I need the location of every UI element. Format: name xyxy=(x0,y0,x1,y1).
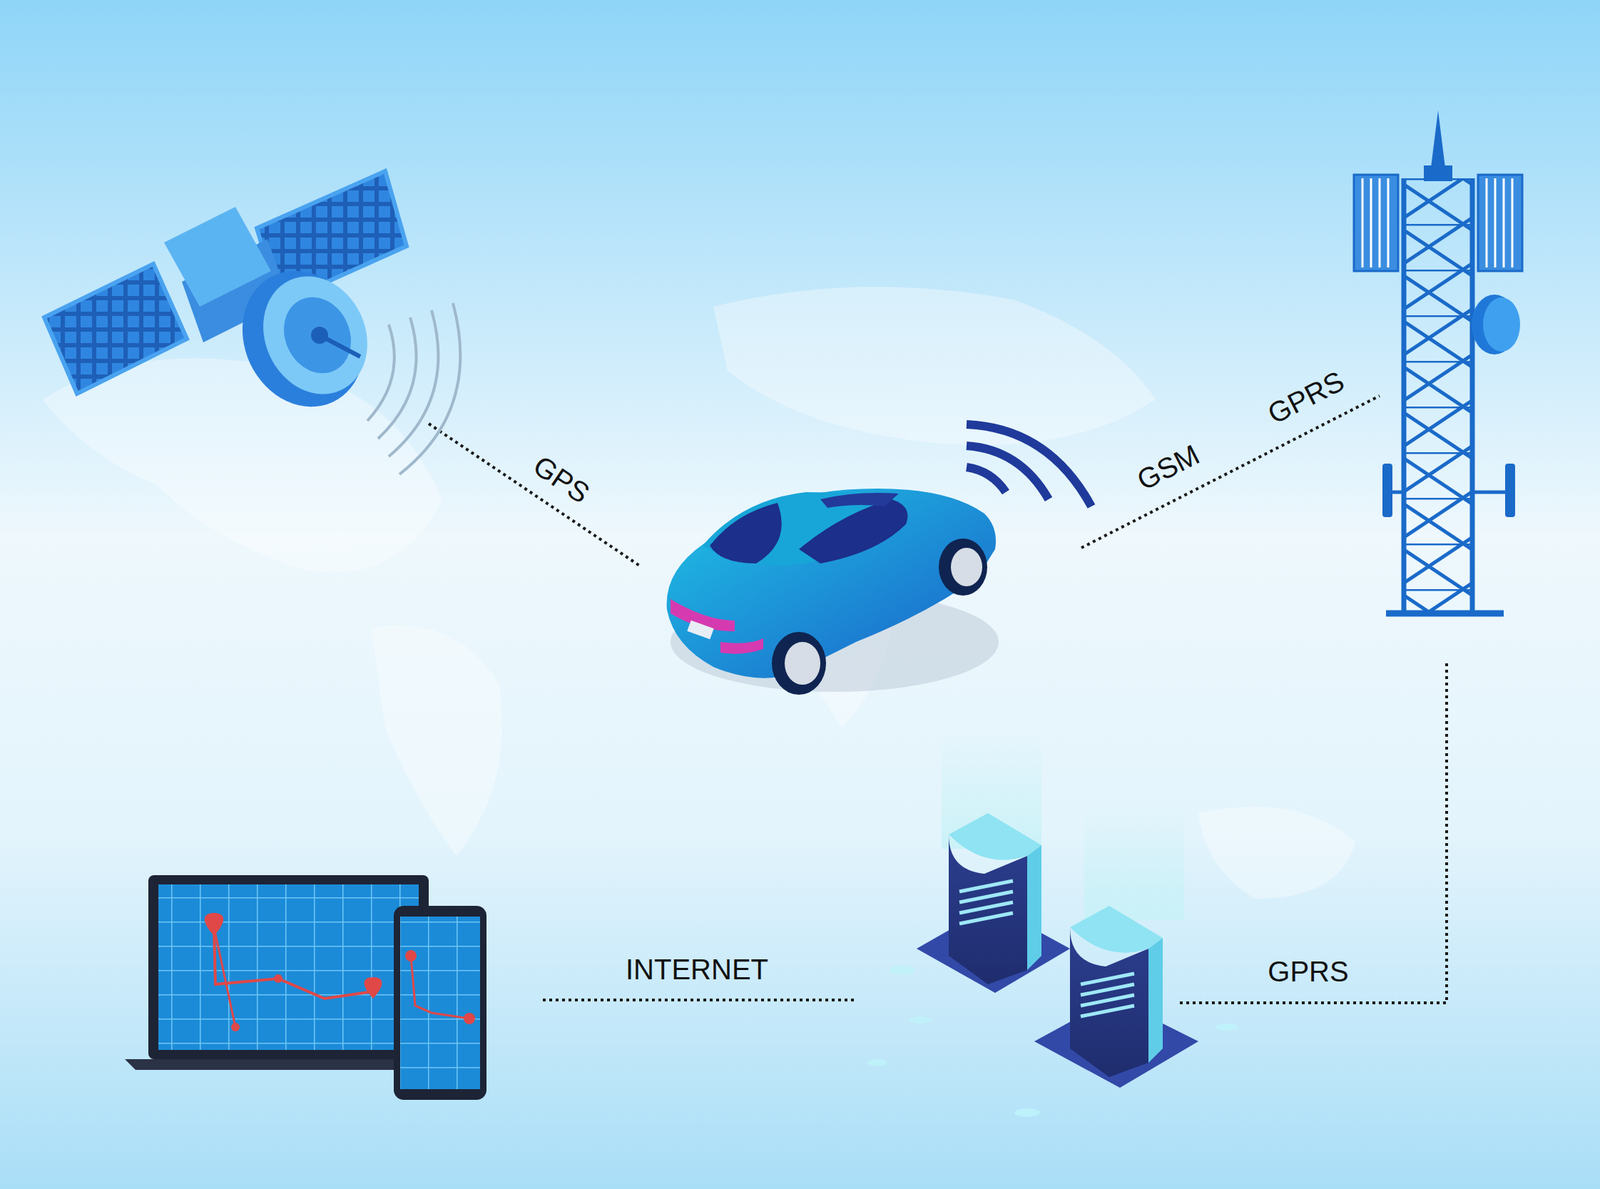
devices xyxy=(124,875,487,1100)
servers xyxy=(867,734,1239,1118)
connection-label: GPRS xyxy=(1267,957,1349,986)
car xyxy=(666,424,1092,695)
cell-tower xyxy=(1353,110,1523,614)
connection-label: INTERNET xyxy=(625,955,769,984)
satellite xyxy=(44,171,461,475)
